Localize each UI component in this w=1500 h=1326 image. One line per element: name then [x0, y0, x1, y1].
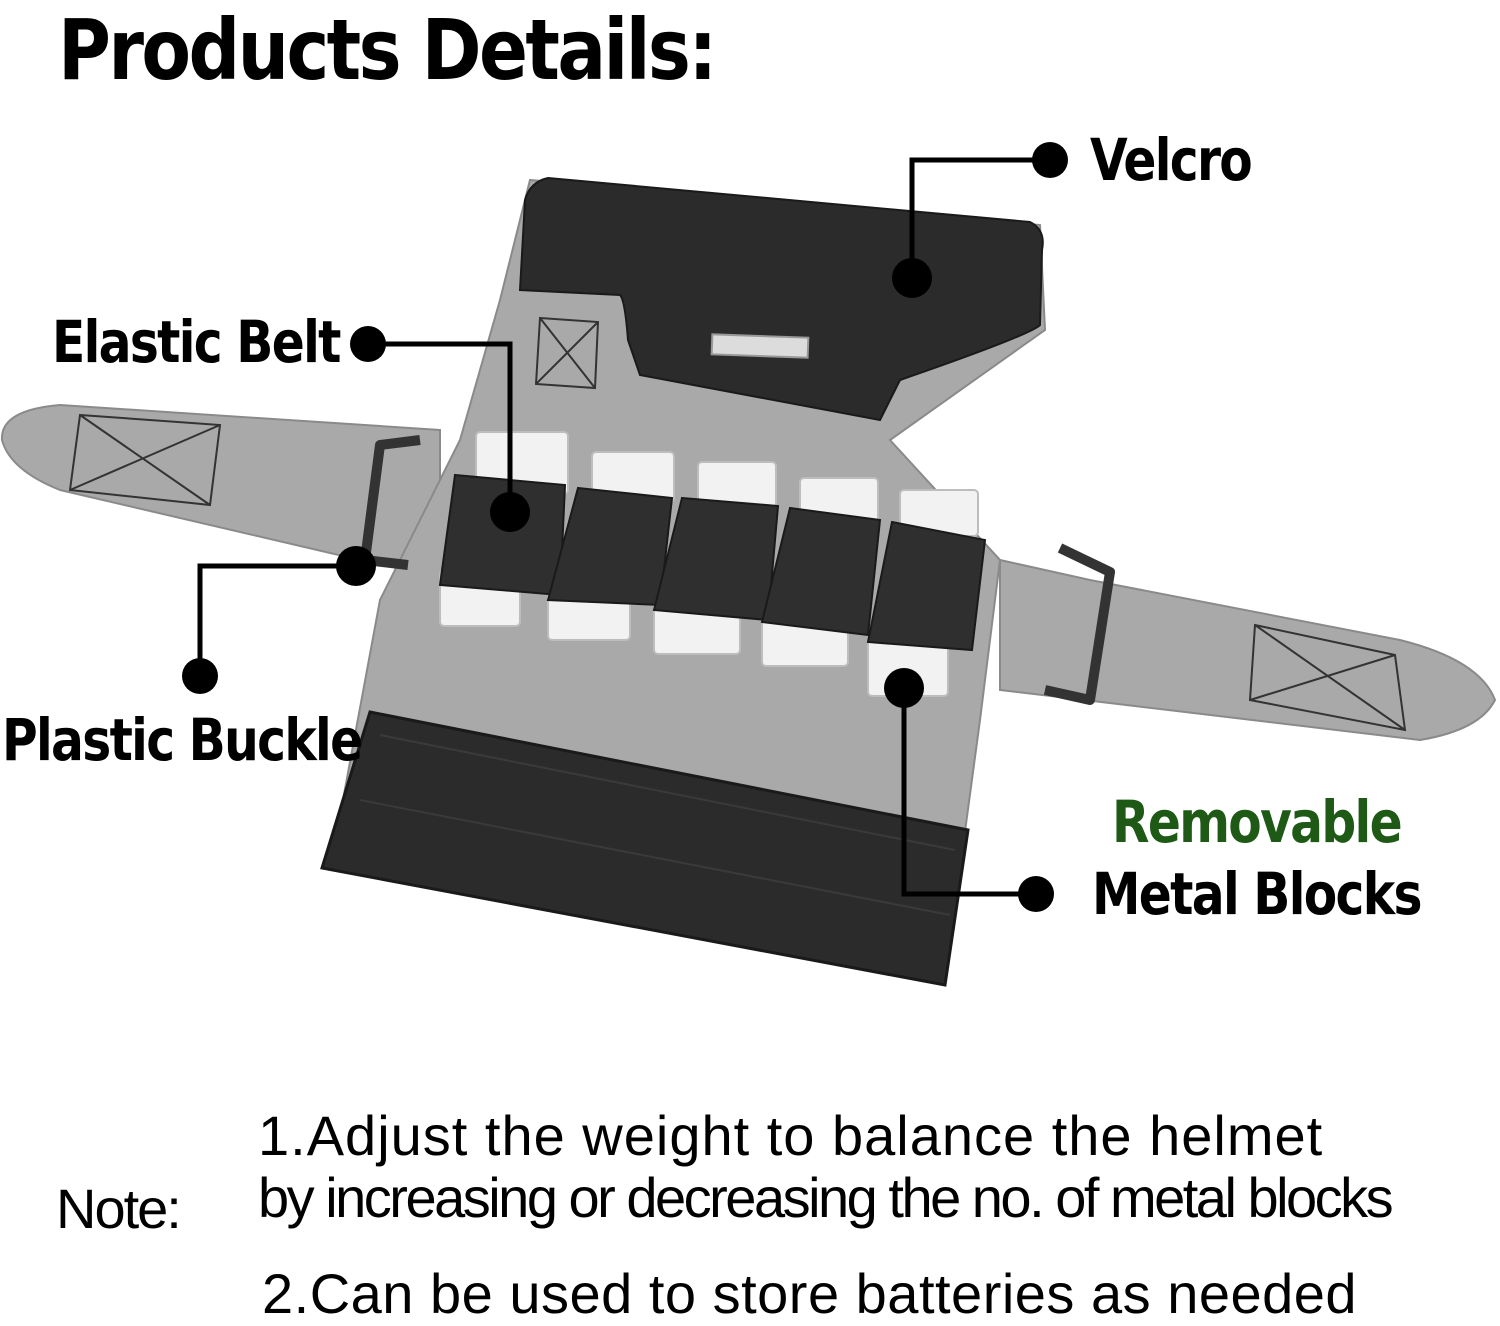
- callout-buckle-dot-start: [336, 546, 376, 586]
- right-buckle: [1043, 543, 1115, 705]
- label-velcro: Velcro: [1090, 126, 1253, 194]
- body-stitch-box: [534, 316, 600, 390]
- note-line-2: by increasing or decreasing the no. of m…: [258, 1166, 1394, 1229]
- left-strap: [0, 403, 441, 561]
- label-metal-blocks: Metal Blocks: [1092, 860, 1422, 928]
- callout-velcro-dot-start: [892, 258, 932, 298]
- elastic-belt-loops: [438, 473, 987, 652]
- note-line-1: 1.Adjust the weight to balance the helme…: [258, 1104, 1324, 1167]
- callout-velcro-dot-end: [1032, 142, 1068, 178]
- callout-metal-dot-start: [884, 668, 924, 708]
- callout-metal-blocks: [901, 688, 1036, 897]
- page-title: Products Details:: [58, 1, 717, 99]
- callout-elastic-dot-start: [490, 492, 530, 532]
- note-label: Note:: [56, 1177, 182, 1240]
- right-strap: [999, 558, 1497, 742]
- callout-plastic-buckle: [197, 563, 356, 676]
- callout-velcro: [909, 157, 1050, 278]
- label-elastic-belt: Elastic Belt: [52, 308, 341, 376]
- right-strap-stitch-box: [1248, 623, 1407, 732]
- callout-elastic-dot-end: [350, 326, 386, 362]
- left-strap-stitch-box: [68, 413, 222, 507]
- callout-metal-dot-end: [1018, 876, 1054, 912]
- label-plastic-buckle: Plastic Buckle: [2, 706, 363, 774]
- callout-buckle-dot-end: [182, 658, 218, 694]
- velcro-tag: [710, 333, 810, 359]
- velcro-bottom-strip: [320, 710, 970, 987]
- left-buckle: [360, 435, 421, 570]
- callout-elastic-belt: [368, 341, 513, 512]
- note-line-3: 2.Can be used to store batteries as need…: [262, 1262, 1358, 1325]
- label-removable: Removable: [1112, 788, 1403, 856]
